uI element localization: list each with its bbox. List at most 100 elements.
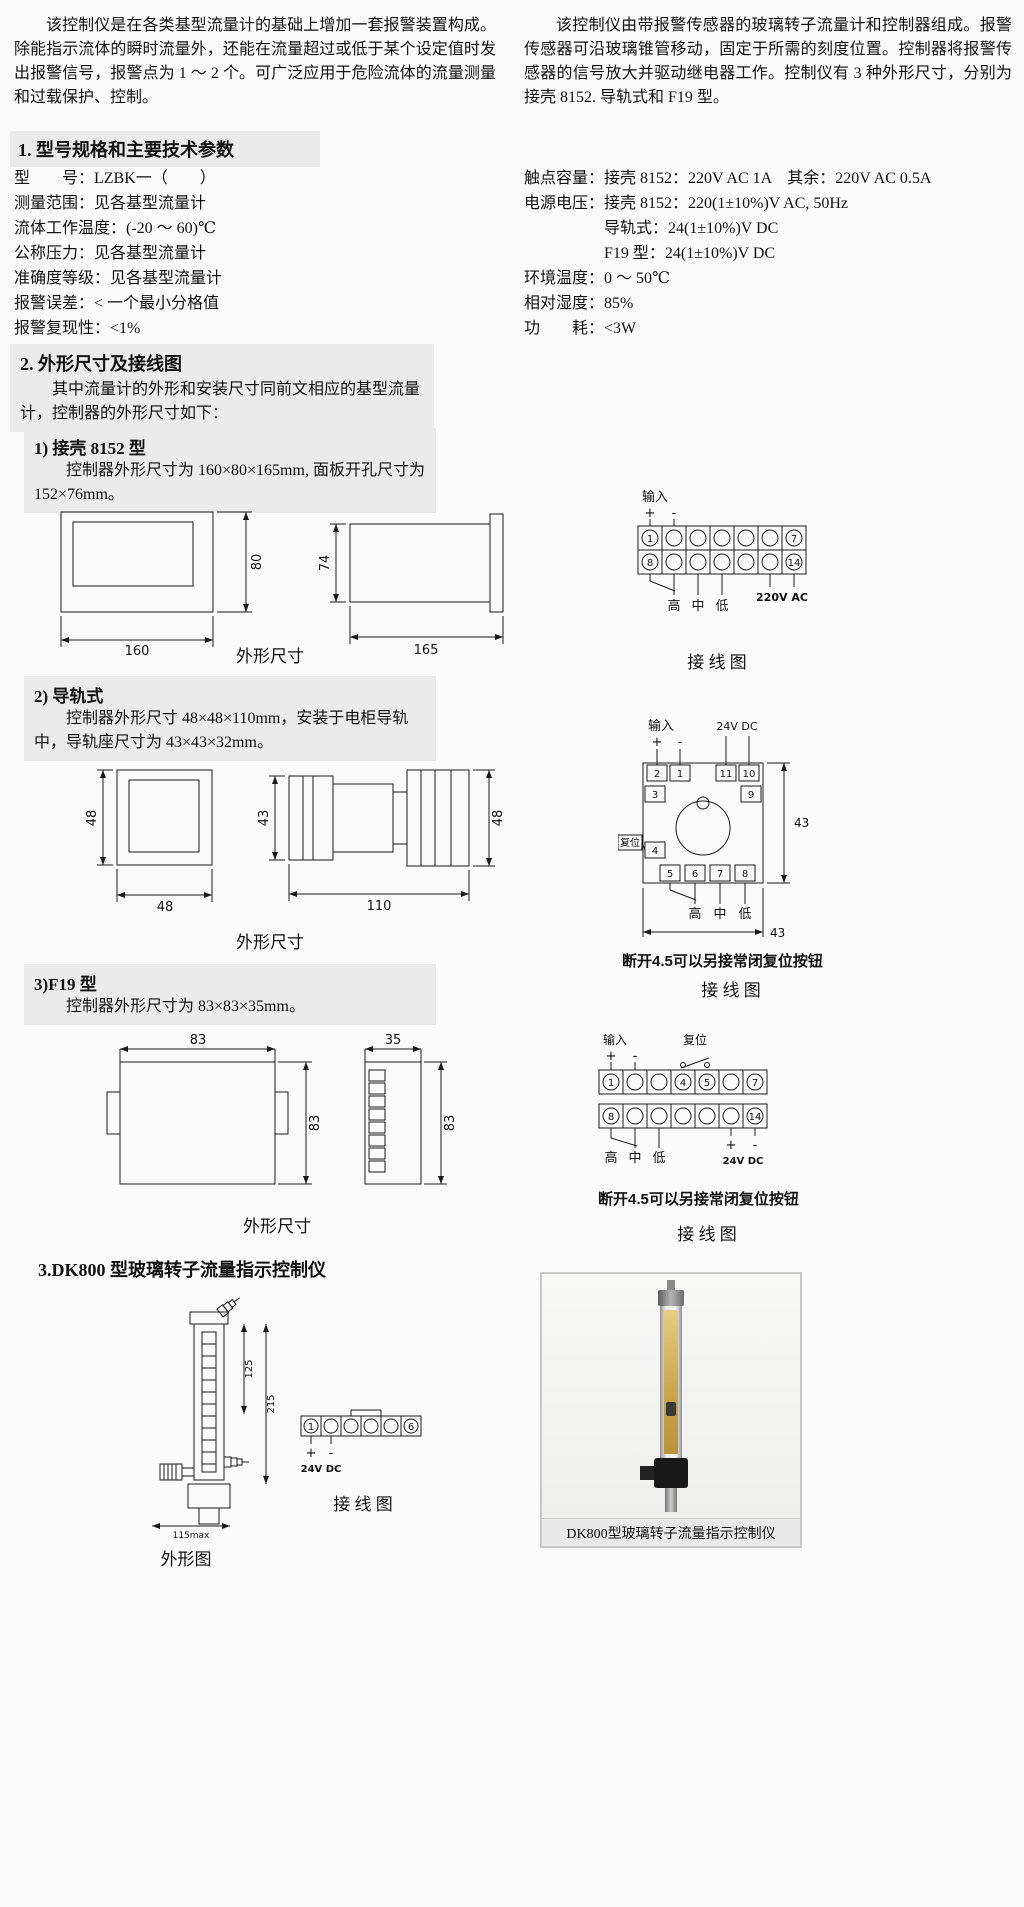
dim-label-width: 160 <box>125 644 150 656</box>
terminal-number: 7 <box>717 869 723 880</box>
sub2-desc: 控制器外形尺寸 48×48×110mm，安装于电柜导轨中，导轨座尺寸为 43×4… <box>34 710 409 751</box>
plus-label: + <box>606 1049 617 1064</box>
input-label: 输入 <box>642 489 668 505</box>
spec-power: 功 耗：<3W <box>524 320 637 337</box>
spec-range: 测量范围：见各基型流量计 <box>14 195 207 212</box>
dim-label: 43 <box>770 926 785 940</box>
dk800-wiring-diagram: 1 6 + - 24V DC <box>300 1409 422 1475</box>
photo-bottom-fitting <box>665 1488 677 1512</box>
intro-left-paragraph: 该控制仪是在各类基型流量计的基础上增加一套报警装置构成。除能指示流体的瞬时流量外… <box>14 17 496 106</box>
photo-glass-tube <box>660 1306 682 1458</box>
power-label: 220V AC <box>756 591 808 604</box>
level-low-label: 低 <box>652 1151 665 1166</box>
terminal-number: 7 <box>791 534 797 545</box>
terminal-number: 1 <box>677 769 683 780</box>
sub1-wiring-caption: 接 线 图 <box>687 653 747 672</box>
power-label: 24V DC <box>716 720 757 733</box>
reset-label: 复位 <box>683 1032 707 1047</box>
sub3-outline-caption: 外形尺寸 <box>243 1217 311 1236</box>
spec-ambient-temp: 环境温度：0 ～ 50℃ <box>524 270 670 287</box>
sub1-outline-caption: 外形尺寸 <box>236 647 304 666</box>
reset-label: 复位 <box>620 836 640 849</box>
sub3-wiring-caption: 接 线 图 <box>677 1225 737 1244</box>
sub1-block: 1) 接壳 8152 型 控制器外形尺寸为 160×80×165mm, 面板开孔… <box>24 428 436 513</box>
dim-label: 215 <box>266 1394 277 1413</box>
dk800-wiring-caption: 接 线 图 <box>333 1495 393 1514</box>
dim-label: 83 <box>308 1115 323 1132</box>
terminal-number: 1 <box>647 534 653 545</box>
dim-label: 115max <box>173 1531 210 1541</box>
dk800-outline-caption: 外形图 <box>160 1550 212 1569</box>
level-mid-label: 中 <box>713 907 726 922</box>
terminal-number: 3 <box>652 790 658 801</box>
power-label: 24V DC <box>301 1464 342 1475</box>
terminal-number: 1 <box>608 1078 614 1089</box>
terminal-number: 4 <box>652 846 658 857</box>
terminal-number: 11 <box>720 769 733 780</box>
plus-label: + <box>652 735 663 750</box>
sub1-title: 1) 接壳 8152 型 <box>34 439 146 458</box>
spec-repeatability: 报警复现性：<1% <box>14 320 141 337</box>
spec-supply-rail: 导轨式：24(1±10%)V DC <box>524 220 779 237</box>
plus-label: + <box>726 1138 737 1153</box>
outlet-barb-fitting <box>223 1456 249 1468</box>
photo-top-nipple <box>667 1280 675 1292</box>
sub3-desc: 控制器外形尺寸为 83×83×35mm。 <box>66 998 305 1015</box>
spec-alarm-error: 报警误差：< 一个最小分格值 <box>14 295 220 312</box>
dk800-outline-drawing: 125 215 115max <box>152 1297 277 1541</box>
dk800-product-photo: DK800型玻璃转子流量指示控制仪 <box>540 1272 802 1548</box>
spec-fluid-temp: 流体工作温度：(-20 ～ 60)℃ <box>14 220 216 237</box>
valve-knob <box>159 1463 195 1481</box>
section2-block: 2. 外形尺寸及接线图 其中流量计的外形和安装尺寸同前文相应的基型流量计，控制器… <box>10 344 434 432</box>
level-low-label: 低 <box>738 907 751 922</box>
level-mid-label: 中 <box>628 1151 641 1166</box>
rotameter-photo <box>542 1274 800 1518</box>
dim-label: 83 <box>190 1033 207 1048</box>
sub3-wiring-note: 断开4.5可以另接常闭复位按钮 <box>598 1191 799 1208</box>
terminal-number: 4 <box>680 1078 686 1089</box>
terminal-number: 8 <box>742 869 748 880</box>
terminal-number: 10 <box>743 769 756 780</box>
sub3-title: 3)F19 型 <box>34 975 97 994</box>
spec-humidity: 相对湿度：85% <box>524 295 634 312</box>
dim-label: 125 <box>244 1359 255 1378</box>
level-mid-label: 中 <box>691 599 704 614</box>
f19-front-view-drawing: 83 83 <box>106 1033 323 1185</box>
input-label: 输入 <box>648 718 674 734</box>
dim-label-side-height: 74 <box>318 555 333 572</box>
sub2-wiring-note: 断开4.5可以另接常闭复位按钮 <box>622 953 823 970</box>
terminal-number: 14 <box>749 1112 762 1123</box>
section1-right-specs: 触点容量：接壳 8152：220V AC 1A 其余：220V AC 0.5A … <box>524 166 1016 341</box>
dim-label-height: 80 <box>250 554 265 571</box>
plus-label: + <box>645 506 656 521</box>
level-high-label: 高 <box>688 906 701 922</box>
input-label: 输入 <box>603 1032 627 1047</box>
dim-label: 35 <box>385 1033 402 1048</box>
terminal-number: 6 <box>408 1422 414 1433</box>
photo-caption: DK800型玻璃转子流量指示控制仪 <box>542 1518 800 1546</box>
rail-side-view-drawing: 43 110 48 <box>257 769 506 914</box>
level-low-label: 低 <box>715 599 728 614</box>
dim-label: 48 <box>157 900 174 915</box>
photo-float <box>666 1402 676 1416</box>
sub2-wiring-caption: 接 线 图 <box>701 981 761 1000</box>
terminal-number: 5 <box>667 869 673 880</box>
section1-left-specs: 型 号：LZBK一（ ） 测量范围：见各基型流量计 流体工作温度：(-20 ～ … <box>14 166 494 341</box>
terminal-number: 8 <box>647 558 653 569</box>
dim-label: 43 <box>257 810 272 827</box>
section2-intro: 其中流量计的外形和安装尺寸同前文相应的基型流量计，控制器的外形尺寸如下： <box>20 381 421 422</box>
sub2-block: 2) 导轨式 控制器外形尺寸 48×48×110mm，安装于电柜导轨中，导轨座尺… <box>24 676 436 761</box>
8152-side-view-drawing: 74 165 <box>318 513 504 658</box>
dim-label: 48 <box>491 810 506 827</box>
sub2-outline-caption: 外形尺寸 <box>236 933 304 952</box>
section2-title: 2. 外形尺寸及接线图 <box>20 354 182 374</box>
photo-scale-strip <box>664 1310 678 1454</box>
minus-label: - <box>753 1138 758 1153</box>
spec-pressure: 公称压力：见各基型流量计 <box>14 245 207 262</box>
spec-supply-8152: 电源电压：接壳 8152：220(1±10%)V AC, 50Hz <box>524 195 849 212</box>
terminal-number: 1 <box>308 1422 314 1433</box>
power-label: 24V DC <box>723 1156 764 1167</box>
terminal-number: 8 <box>608 1112 614 1123</box>
spec-accuracy: 准确度等级：见各基型流量计 <box>14 270 223 287</box>
